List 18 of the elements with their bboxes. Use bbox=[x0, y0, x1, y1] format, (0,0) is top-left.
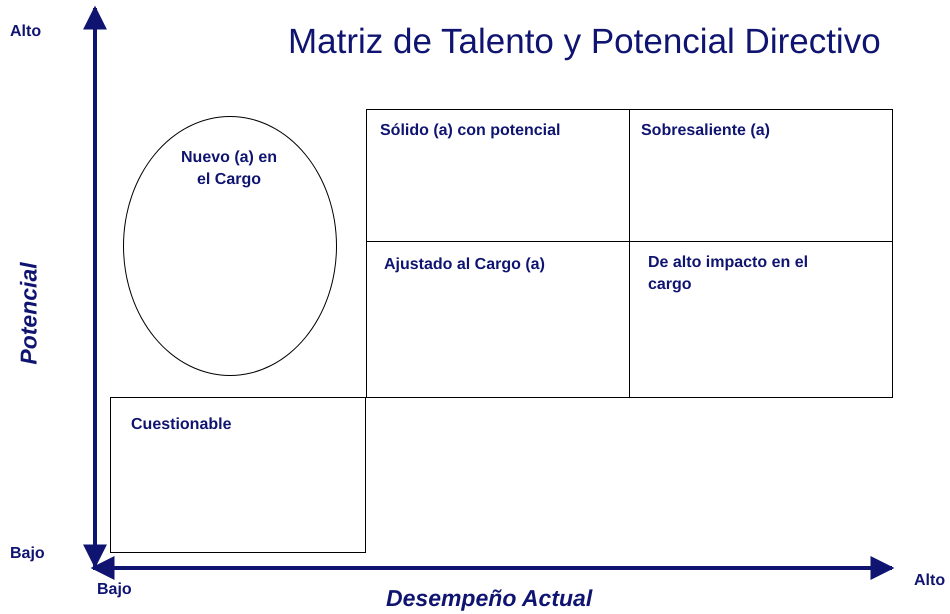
axis-label: Bajo bbox=[10, 545, 45, 563]
cell-label: Sobresaliente (a) bbox=[641, 121, 771, 141]
cell-label: Sólido (a) con potencial bbox=[380, 121, 562, 141]
cell-label: Nuevo (a) en el Cargo bbox=[180, 148, 278, 190]
matrix-cell bbox=[366, 109, 630, 242]
matrix-cell bbox=[366, 241, 630, 398]
axis-label: Bajo bbox=[97, 581, 132, 599]
title: Matriz de Talento y Potencial Directivo bbox=[288, 22, 881, 62]
cell-label: De alto impacto en el cargo bbox=[648, 253, 810, 295]
cell-label: Ajustado al Cargo (a) bbox=[384, 255, 546, 275]
axis-label: Alto bbox=[10, 23, 42, 41]
matrix-cell bbox=[629, 109, 893, 242]
matrix-cell bbox=[110, 397, 366, 553]
axis-title: Desempeño Actual bbox=[386, 585, 592, 612]
axis-title: Potencial bbox=[16, 262, 43, 365]
matrix-cell bbox=[629, 241, 893, 398]
cell-label: Cuestionable bbox=[131, 415, 232, 435]
axis-label: Alto bbox=[914, 572, 946, 590]
